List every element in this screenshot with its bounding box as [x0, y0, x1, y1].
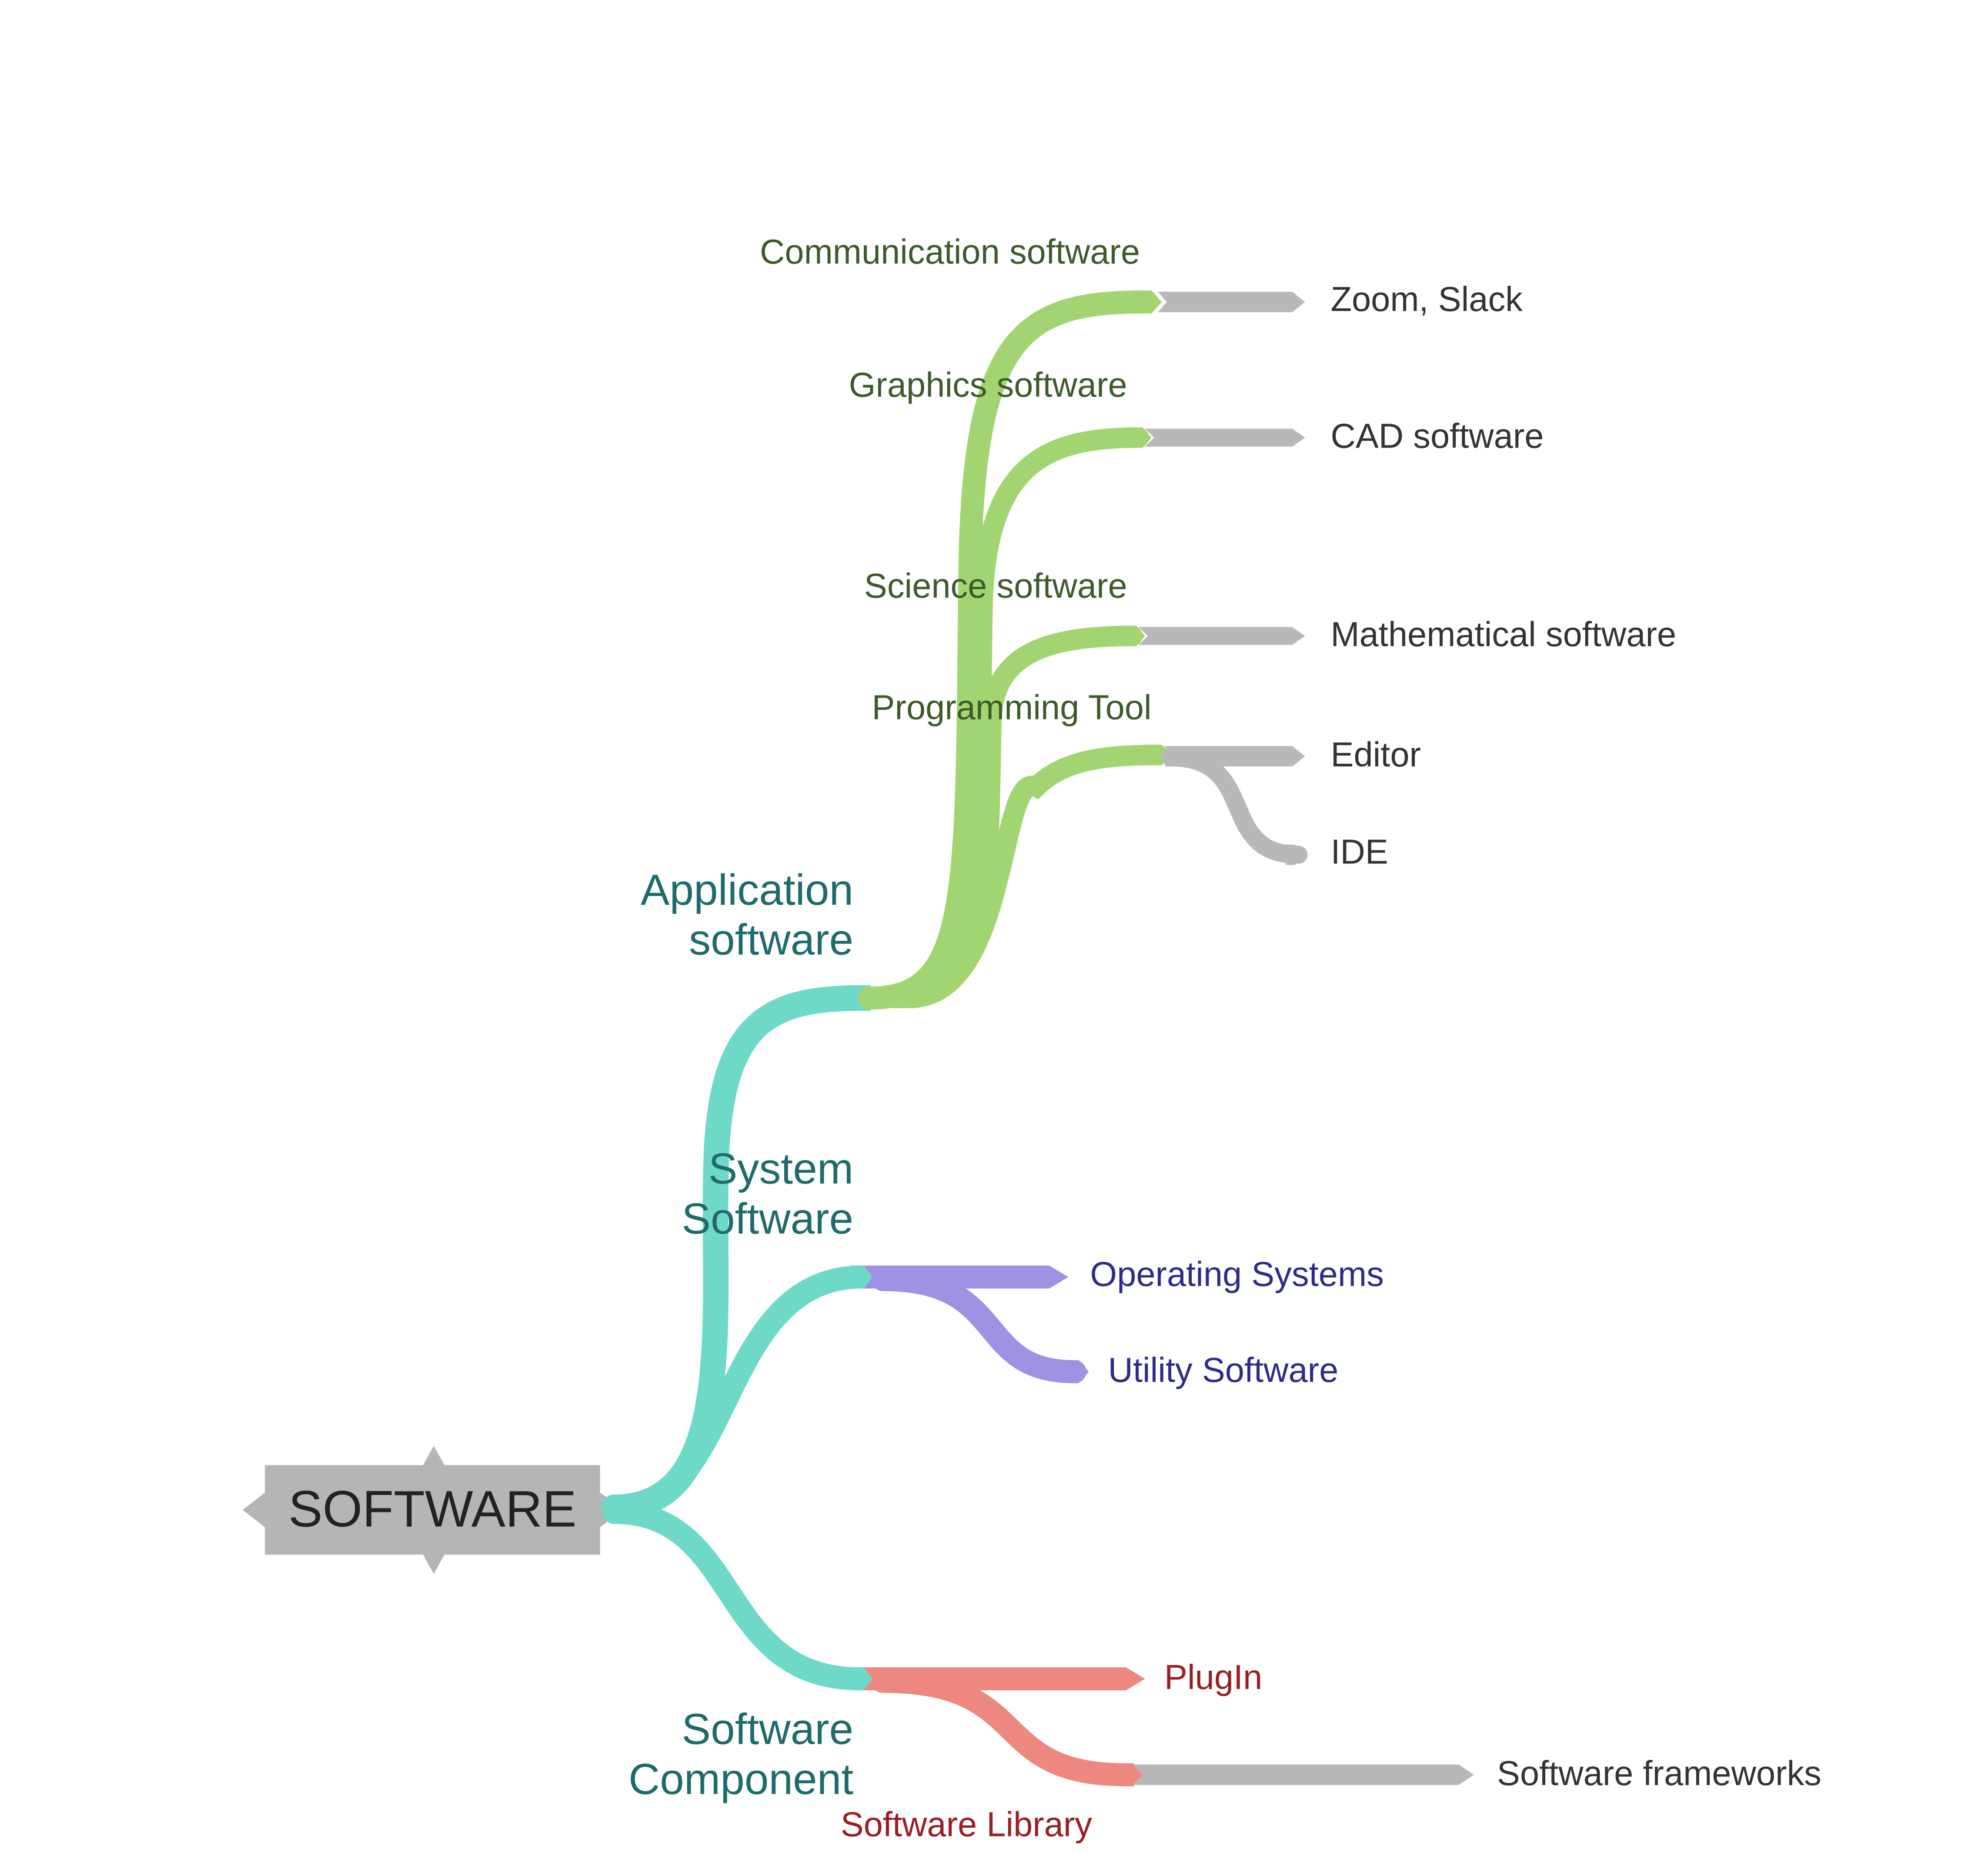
leaf-label-zoom-slack[interactable]: Zoom, Slack [1330, 280, 1523, 319]
node-label-programming[interactable]: Programming Tool [872, 688, 1152, 727]
arrowhead-science [1119, 625, 1145, 646]
node-label-utility-software[interactable]: Utility Software [1108, 1351, 1339, 1390]
branch-label-application[interactable]: Application software [641, 866, 853, 966]
leaf-connector-cad [1145, 428, 1305, 447]
leaf-connectors-application [1139, 291, 1305, 767]
node-label-communication[interactable]: Communication software [760, 233, 1140, 271]
leaf-label-editor[interactable]: Editor [1330, 736, 1421, 774]
connector-software-library [871, 1670, 1138, 1786]
leaf-label-software-frameworks[interactable]: Software frameworks [1497, 1754, 1821, 1793]
branch-label-component-line2: Component [628, 1756, 854, 1805]
connector-programming [898, 745, 1168, 1009]
level1-connectors [601, 985, 873, 1691]
application-child-connectors [858, 290, 1168, 1010]
connector-communication [858, 290, 1157, 1010]
arrowhead-ide [1286, 844, 1305, 865]
arrowhead-communication [1132, 290, 1162, 314]
branch-label-application-line2: software [689, 916, 854, 965]
branch-label-component-line1: Software [682, 1705, 854, 1755]
root-node[interactable] [238, 1441, 629, 1579]
node-label-science[interactable]: Science software [864, 567, 1127, 605]
leaf-connector-frameworks [1132, 1764, 1474, 1785]
leaf-label-cad[interactable]: CAD software [1330, 417, 1544, 456]
root-node-shape [238, 1441, 629, 1579]
branch-label-component[interactable]: Software Component [628, 1705, 853, 1806]
leaf-connector-math [1139, 627, 1305, 645]
branch-label-system[interactable]: System Software [682, 1145, 853, 1245]
node-label-graphics[interactable]: Graphics software [849, 366, 1127, 405]
node-label-plugin[interactable]: PlugIn [1164, 1658, 1263, 1697]
branch-label-system-line1: System [708, 1145, 854, 1194]
leaf-connector-zoom [1158, 291, 1305, 312]
arrowhead-graphics [1126, 427, 1152, 448]
leaf-label-ide[interactable]: IDE [1330, 833, 1388, 872]
connector-utility-software [871, 1268, 1086, 1384]
connector-graphics [872, 427, 1149, 1009]
node-label-operating-systems[interactable]: Operating Systems [1090, 1255, 1384, 1294]
branch-label-application-line1: Application [640, 866, 854, 915]
connector-component [602, 1501, 872, 1691]
arrowhead-utility [1068, 1360, 1089, 1384]
branch-label-system-line2: Software [682, 1195, 854, 1244]
arrowhead-library [1123, 1763, 1145, 1786]
node-label-software-library[interactable]: Software Library [840, 1805, 1093, 1844]
connector-system [602, 1265, 872, 1522]
connector-application [601, 985, 873, 1520]
leaf-label-mathematical[interactable]: Mathematical software [1330, 615, 1677, 654]
leaf-connector-ide [1162, 748, 1308, 864]
root-label[interactable]: SOFTWARE [288, 1481, 577, 1538]
